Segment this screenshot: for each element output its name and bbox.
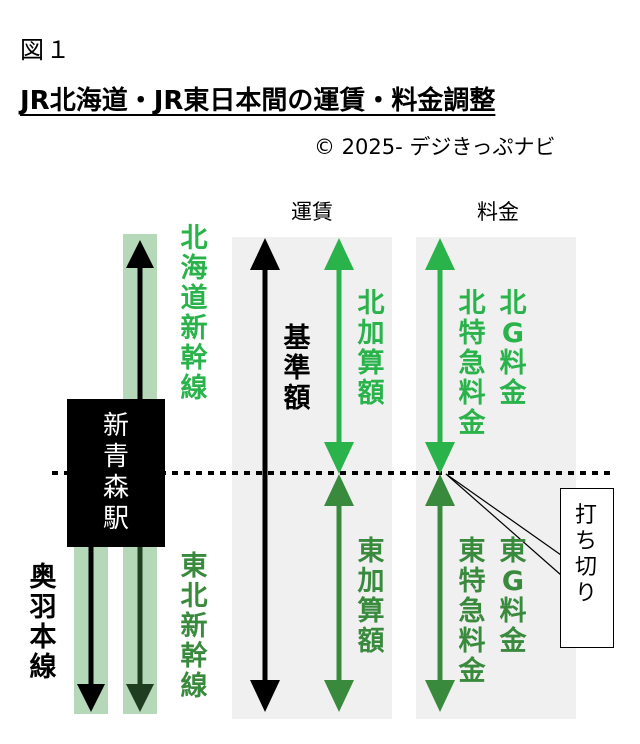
figure-label: 図１ [20,36,72,64]
tohoku-shinkansen-label: 東北新幹線 [180,551,208,702]
callout-pointer-lower [445,473,562,576]
north-fare-arrowhead-down [324,442,354,474]
hokkaido-shinkansen-arrowhead [126,240,154,268]
station-label: 新青森駅 [102,411,129,534]
east-express-fee-label: 東特急料金 [458,536,486,687]
base-fare-arrowhead-down [250,680,280,712]
fare-panel [232,237,392,719]
north-fee-arrowhead-up [425,238,455,270]
callout-pointer-upper [445,473,562,556]
base-fare-arrowhead-up [250,238,280,270]
fee-panel [416,237,576,719]
north-fare-label: 北加算額 [357,288,385,409]
tohoku-shinkansen-arrowhead [126,684,154,712]
north-fee-arrowhead-down [425,442,455,474]
ou-main-line-arrowhead [77,684,105,712]
copyright-text: © 2025- デジきっぷナビ [314,135,556,159]
east-fare-label: 東加算額 [357,536,385,657]
column-header-fare: 運賃 [291,200,333,224]
north-fare-arrowhead-up [324,238,354,270]
east-green-fee-label: 東G料金 [499,536,527,657]
column-header-fee: 料金 [477,200,519,224]
east-fee-arrowhead-down [425,680,455,712]
ou-main-line-label: 奥羽本線 [29,562,57,683]
boundary-callout-label: 打ち切り [574,503,597,606]
page-title: JR北海道・JR東日本間の運賃・料金調整 [20,86,496,116]
station-box: 新青森駅 [67,399,165,547]
east-fee-arrowhead-up [425,474,455,506]
north-express-fee-label: 北特急料金 [458,288,486,439]
east-fare-arrowhead-up [324,474,354,506]
boundary-callout-box: 打ち切り [560,488,614,648]
base-fare-label: 基準額 [283,323,311,414]
hokkaido-shinkansen-label: 北海道新幹線 [180,223,208,404]
north-green-fee-label: 北G料金 [499,288,527,409]
east-fare-arrowhead-down [324,680,354,712]
